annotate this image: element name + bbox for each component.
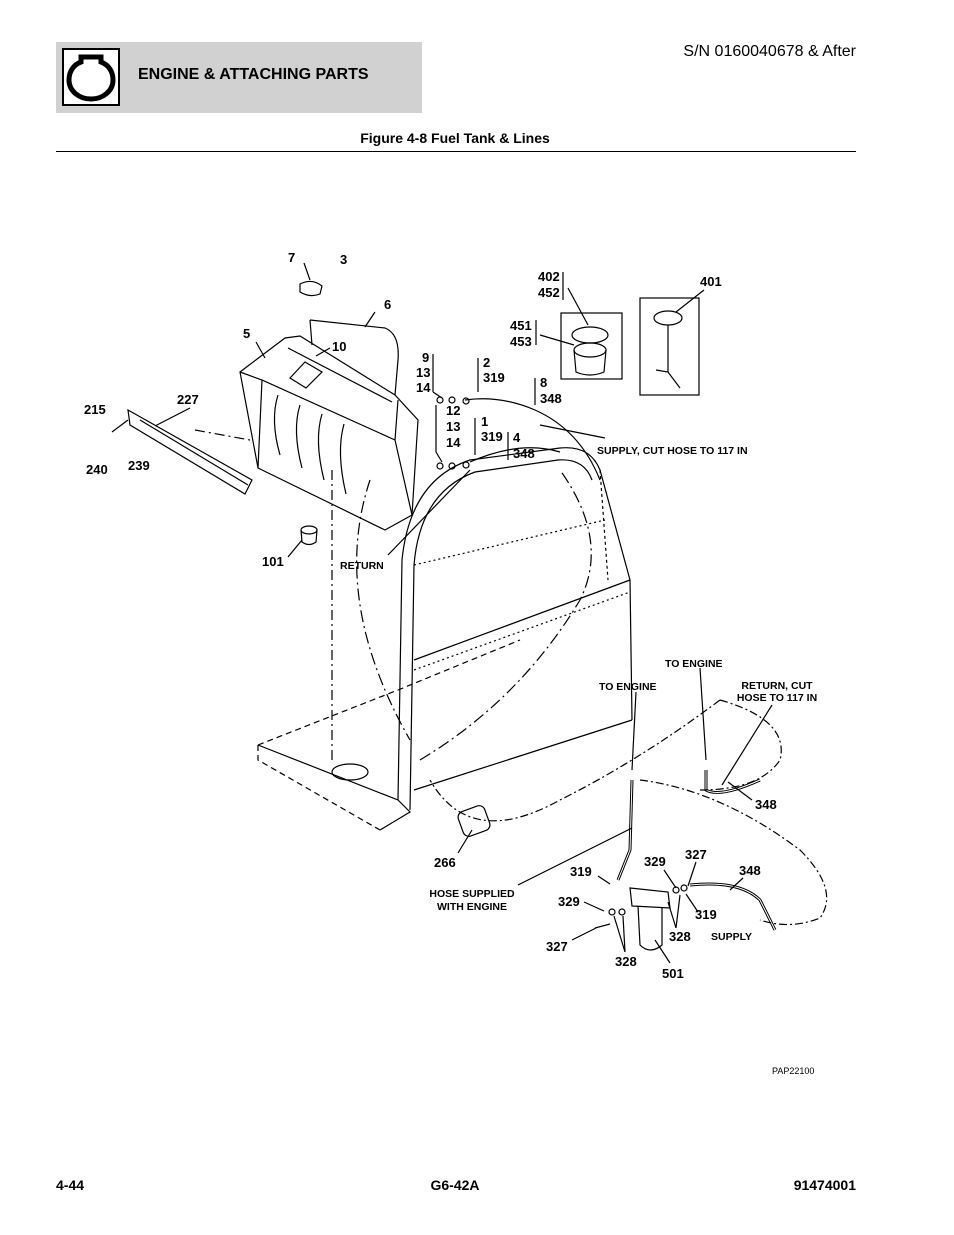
callout-348d: 348 xyxy=(739,863,761,878)
callout-329b: 329 xyxy=(644,854,666,869)
callout-12: 12 xyxy=(446,403,460,418)
callout-348a: 348 xyxy=(540,391,562,406)
model-name: G6-42A xyxy=(430,1177,480,1193)
callout-501: 501 xyxy=(662,966,684,981)
callout-319a: 319 xyxy=(483,370,505,385)
mounting-strap xyxy=(127,408,253,495)
callout-5: 5 xyxy=(243,326,250,341)
callout-215: 215 xyxy=(84,402,106,417)
callout-3: 3 xyxy=(340,252,347,267)
note-hose-supplied-line2: WITH ENGINE xyxy=(437,901,507,913)
return-hose xyxy=(469,447,561,463)
note-return: RETURN xyxy=(340,560,384,572)
callout-14a: 14 xyxy=(416,380,431,395)
note-hose-supplied-line1: HOSE SUPPLIED xyxy=(429,888,515,900)
callout-2: 2 xyxy=(483,355,490,370)
callout-101: 101 xyxy=(262,554,284,569)
callout-452: 452 xyxy=(538,285,560,300)
callout-319d: 319 xyxy=(695,907,717,922)
figure-title: Figure 4-8 Fuel Tank & Lines xyxy=(360,130,550,146)
doc-number: 91474001 xyxy=(793,1177,856,1193)
callout-327b: 327 xyxy=(685,847,707,862)
callout-319c: 319 xyxy=(570,864,592,879)
callout-402: 402 xyxy=(538,269,560,284)
supply-hose xyxy=(464,398,601,481)
callout-240: 240 xyxy=(86,462,108,477)
callout-13b: 13 xyxy=(446,419,460,434)
callout-8: 8 xyxy=(540,375,547,390)
callout-348c: 348 xyxy=(755,797,777,812)
callout-401: 401 xyxy=(700,274,722,289)
header-rule xyxy=(56,151,856,152)
callout-14b: 14 xyxy=(446,435,461,450)
drawing-code: PAP22100 xyxy=(772,1066,814,1076)
callout-227: 227 xyxy=(177,392,199,407)
note-to-engine-1: TO ENGINE xyxy=(665,658,723,670)
callout-1: 1 xyxy=(481,414,488,429)
tank-shield xyxy=(309,319,399,396)
callout-7: 7 xyxy=(288,250,295,265)
callout-451: 451 xyxy=(510,318,532,333)
callout-9: 9 xyxy=(422,350,429,365)
note-supply-cut: SUPPLY, CUT HOSE TO 117 IN xyxy=(597,445,748,457)
callout-319b: 319 xyxy=(481,429,503,444)
drain-plug xyxy=(300,525,318,535)
inset-sender xyxy=(560,312,623,380)
fuel-tank xyxy=(239,335,419,531)
callout-4: 4 xyxy=(513,430,521,445)
callout-327a: 327 xyxy=(546,939,568,954)
note-return-cut-line1: RETURN, CUT xyxy=(741,680,813,692)
callout-348b: 348 xyxy=(513,446,535,461)
callout-328a: 328 xyxy=(669,929,691,944)
frame xyxy=(397,447,633,801)
note-return-cut-line2: HOSE TO 117 IN xyxy=(737,692,817,704)
serial-range: S/N 0160040678 & After xyxy=(683,43,856,60)
callout-239: 239 xyxy=(128,458,150,473)
fuel-filter xyxy=(629,887,671,909)
callout-453: 453 xyxy=(510,334,532,349)
callout-328b: 328 xyxy=(615,954,637,969)
engine-icon xyxy=(62,48,120,106)
callout-329a: 329 xyxy=(558,894,580,909)
page-number: 4-44 xyxy=(56,1177,85,1193)
fuel-cap xyxy=(299,280,323,297)
note-supply: SUPPLY xyxy=(711,931,752,943)
callout-13a: 13 xyxy=(416,365,430,380)
seal-266 xyxy=(457,805,491,837)
note-to-engine-2: TO ENGINE xyxy=(599,681,657,693)
section-title: ENGINE & ATTACHING PARTS xyxy=(138,66,369,83)
inset-gauge xyxy=(639,297,700,396)
callout-6: 6 xyxy=(384,297,391,312)
callout-266: 266 xyxy=(434,855,456,870)
callout-10: 10 xyxy=(332,339,346,354)
